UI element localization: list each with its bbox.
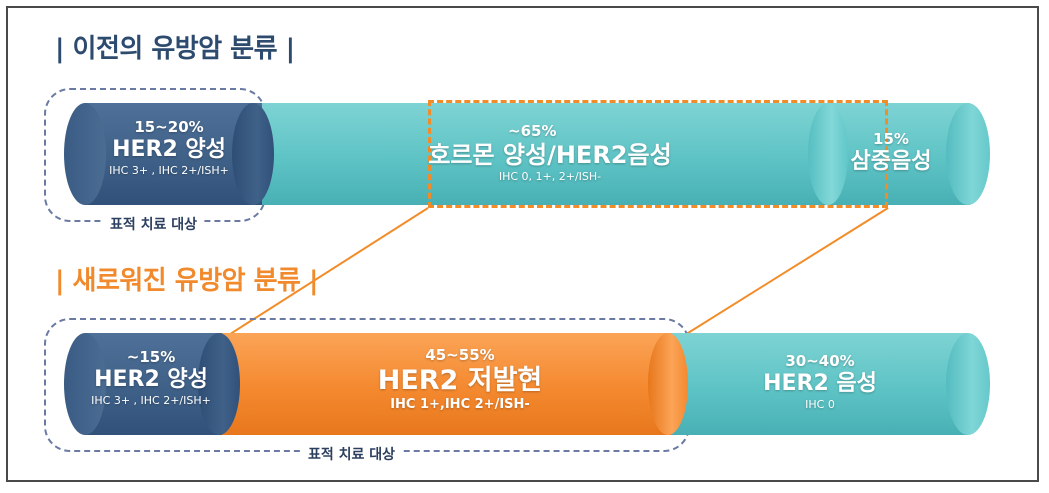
- previous-bar-right-cap: [946, 103, 990, 205]
- new-her2-positive-cap: [198, 333, 240, 435]
- previous-triple-negative-name: 삼중음성: [850, 149, 932, 174]
- new-her2-low-percent: 45~55%: [425, 346, 495, 364]
- previous-triple-negative-cap: [808, 103, 848, 205]
- connector-right-line: [679, 207, 889, 339]
- previous-triple-negative-label: 15% 삼중음성: [836, 130, 946, 176]
- new-her2-positive-percent: ~15%: [126, 348, 176, 366]
- new-her2-positive-ihc: IHC 3+ , IHC 2+/ISH+: [91, 394, 211, 407]
- new-her2-low-cap: [648, 333, 688, 435]
- previous-hormone-positive-body: [248, 103, 970, 205]
- new-bar-right-cap: [946, 333, 990, 435]
- new-her2-low-name: HER2 저발현: [377, 365, 543, 396]
- previous-her2-positive-ihc: IHC 3+ , IHC 2+/ISH+: [109, 164, 229, 177]
- new-target-label: 표적 치료 대상: [302, 444, 402, 464]
- new-her2-negative-percent: 30~40%: [785, 352, 855, 370]
- new-her2-positive-label: ~15% HER2 양성 IHC 3+ , IHC 2+/ISH+: [66, 348, 236, 407]
- previous-hormone-positive-ihc: IHC 0, 1+, 2+/ISH-: [498, 170, 602, 183]
- new-her2-low-body: [220, 333, 672, 435]
- previous-classification-heading: | 이전의 유방암 분류 |: [55, 34, 295, 64]
- connector-left-line: [223, 207, 429, 339]
- previous-her2-positive-label: 15~20% HER2 양성 IHC 3+ , IHC 2+/ISH+: [74, 118, 264, 177]
- previous-target-label: 표적 치료 대상: [104, 214, 204, 234]
- previous-her2-positive-percent: 15~20%: [134, 118, 204, 136]
- new-classification-heading: | 새로워진 유방암 분류 |: [55, 266, 318, 296]
- previous-her2-positive-left-cap: [64, 103, 106, 205]
- previous-hormone-positive-percent: ~65%: [508, 122, 557, 140]
- previous-her2-positive-cap: [232, 103, 274, 205]
- previous-her2-low-highlight: [428, 100, 888, 208]
- new-her2-negative-name: HER2 음성: [763, 371, 877, 396]
- previous-her2-positive-name: HER2 양성: [112, 137, 226, 162]
- new-her2-negative-label: 30~40% HER2 음성 IHC 0: [740, 352, 900, 411]
- new-her2-low-label: 45~55% HER2 저발현 IHC 1+,IHC 2+/ISH-: [310, 346, 610, 412]
- new-her2-positive-name: HER2 양성: [94, 367, 208, 392]
- previous-triple-negative-percent: 15%: [873, 130, 909, 148]
- new-her2-positive-left-cap: [64, 333, 106, 435]
- new-her2-low-ihc: IHC 1+,IHC 2+/ISH-: [390, 397, 530, 412]
- previous-hormone-positive-name: 호르몬 양성/HER2음성: [428, 141, 672, 169]
- previous-hormone-positive-label: ~65% 호르몬 양성/HER2음성 IHC 0, 1+, 2+/ISH-: [380, 122, 720, 183]
- new-her2-negative-body: [668, 333, 968, 435]
- new-her2-negative-ihc: IHC 0: [805, 398, 835, 411]
